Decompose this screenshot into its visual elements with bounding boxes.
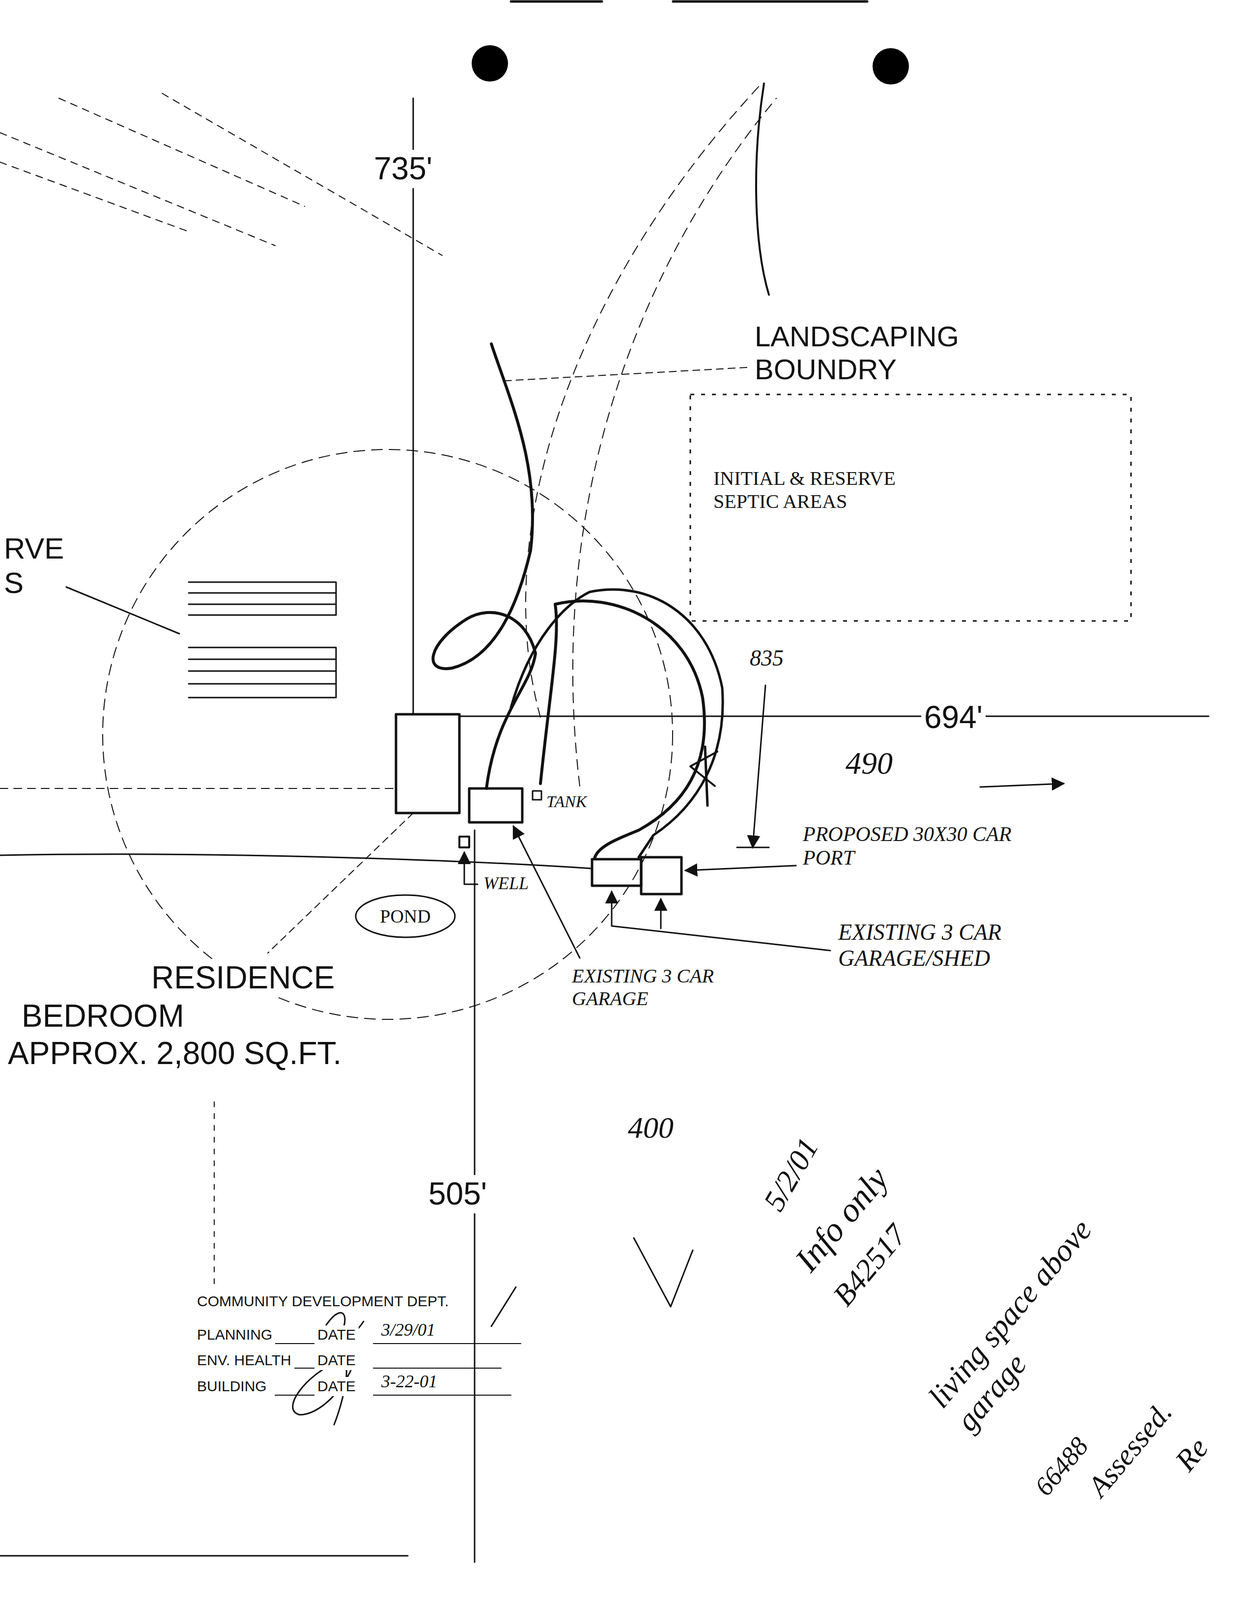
- driveway: [432, 343, 536, 789]
- leader-line: [506, 367, 747, 381]
- area-label: LANDSCAPING BOUNDRY: [751, 319, 1063, 387]
- stamp-text: BUILDING: [194, 1377, 270, 1397]
- well-symbol: [459, 836, 470, 848]
- septic-trench: [188, 582, 337, 616]
- leader-line: [685, 865, 796, 871]
- stamp-text: PLANNING: [194, 1325, 276, 1345]
- leader-line: [660, 899, 662, 929]
- dashed-line: [213, 1102, 215, 1286]
- leader-line: [464, 852, 478, 885]
- callout-note: PROPOSED 30X30 CAR PORT: [799, 821, 1022, 872]
- area-label: RVE: [0, 530, 67, 567]
- garage-box: [469, 788, 523, 823]
- dimension-mark: [705, 746, 708, 806]
- punch-hole: [872, 48, 909, 85]
- dimension: 490: [842, 744, 896, 783]
- dimension-line: [752, 685, 766, 848]
- punch-hole: [471, 45, 509, 82]
- dashed-arc: [572, 98, 777, 787]
- stamp-text: ENV. HEALTH: [194, 1351, 295, 1371]
- boundary-curve: [756, 83, 769, 295]
- check-arrow: [633, 1238, 693, 1307]
- handwritten-note: 66488: [1025, 1428, 1097, 1505]
- tank-symbol: [532, 791, 542, 800]
- stamp-text: DATE: [314, 1377, 359, 1397]
- dimension: 835: [746, 644, 787, 673]
- building-label: BEDROOM: [18, 997, 188, 1036]
- stamp-date: 3/29/01: [378, 1319, 439, 1342]
- stamp-text: DATE: [314, 1351, 359, 1371]
- property-line: [412, 98, 415, 715]
- dimension-mark: [690, 751, 718, 787]
- edge-mark: [510, 0, 602, 3]
- contour-line: [0, 93, 443, 256]
- node-text: POND: [379, 905, 431, 928]
- leader-line: [611, 891, 831, 951]
- dimension: 735': [370, 149, 436, 189]
- septic-trench: [188, 647, 337, 698]
- pond-ellipse: POND: [354, 893, 457, 939]
- dimension: 694': [921, 698, 986, 737]
- node-text: INITIAL & RESERVE SEPTIC AREAS: [688, 393, 950, 513]
- site-line: [0, 854, 593, 869]
- dashed-line: [0, 788, 396, 790]
- stamp-text: COMMUNITY DEVELOPMENT DEPT.: [194, 1292, 452, 1312]
- property-line: [459, 715, 1209, 718]
- shed-box: [641, 857, 682, 895]
- leader-line: [267, 813, 414, 954]
- stamp-underline: [267, 1343, 521, 1396]
- edge-mark: [673, 0, 868, 3]
- handwritten-note: Re: [1164, 1427, 1218, 1481]
- leader-line: [66, 587, 180, 634]
- residence-box: [395, 714, 460, 814]
- handwritten-note: Assessed.: [1078, 1392, 1182, 1506]
- page-line: [0, 1555, 408, 1557]
- outline-shape: [355, 895, 455, 938]
- driveway: [540, 600, 705, 859]
- building-label: RESIDENCE: [148, 959, 338, 998]
- driveway: [510, 589, 723, 858]
- well-label: WELL: [480, 872, 532, 895]
- carport-box: [592, 859, 642, 886]
- callout-note: EXISTING 3 CAR GARAGE: [568, 963, 792, 1012]
- handwritten-note: 5/2/01: [754, 1129, 828, 1220]
- landscape-circle: [102, 449, 673, 1020]
- dashed-arc: [525, 83, 762, 718]
- handwritten-note: living space above garage: [918, 1192, 1144, 1442]
- dimension-tick: [736, 847, 769, 849]
- callout-note: EXISTING 3 CAR GARAGE/SHED: [835, 918, 1117, 973]
- dimension: 400: [624, 1109, 677, 1147]
- direction-arrow: [980, 783, 1064, 788]
- septic-area: INITIAL & RESERVE SEPTIC AREAS: [688, 393, 1133, 623]
- stamp-text: DATE: [314, 1325, 359, 1345]
- area-label: S: [0, 565, 27, 601]
- tank-label: TANK: [543, 791, 591, 813]
- stamp-date: 3-22-01: [378, 1370, 441, 1393]
- dimension: 505': [425, 1175, 490, 1214]
- building-label: APPROX. 2,800 SQ.FT.: [4, 1034, 345, 1074]
